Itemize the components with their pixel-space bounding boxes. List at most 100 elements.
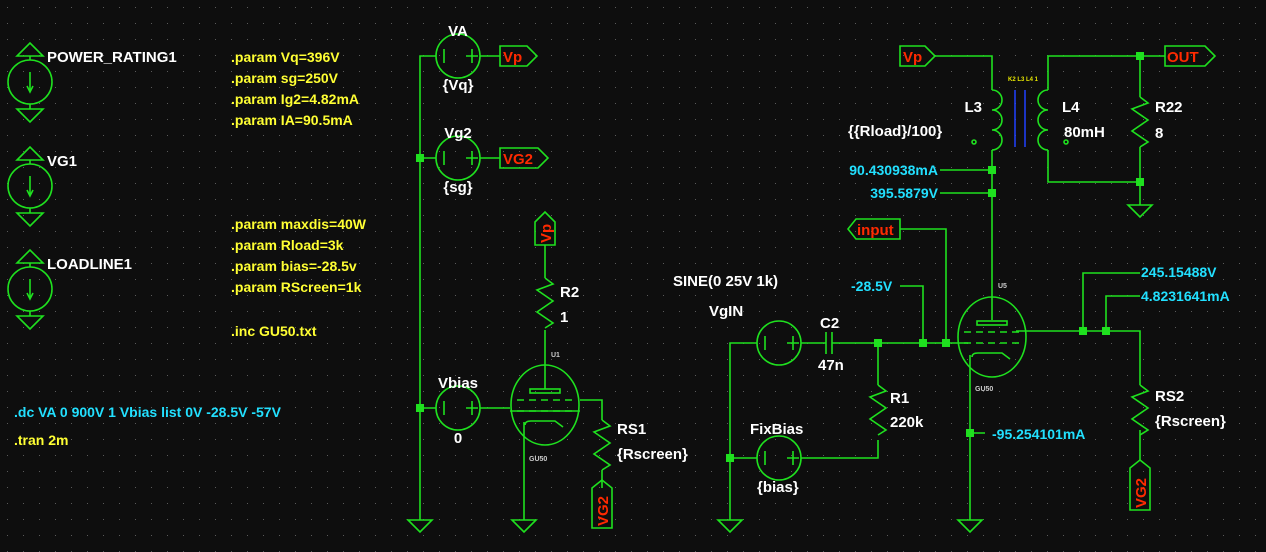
screen-voltage-readout: 245.15488V [1141,264,1217,280]
inductor-coil-icon [1037,89,1049,151]
param-line[interactable]: .param Rload=3k [231,237,344,253]
current-arrow-icon [26,263,34,316]
junction-dot [1136,52,1144,60]
net-label-vp-r2[interactable]: Vp [534,210,556,246]
net-label-text: input [857,222,894,239]
phase-dot-icon [1063,139,1069,145]
polarity-marks [443,151,478,165]
c2-value: 47n [818,357,844,374]
grid-bias-readout: -28.5V [851,278,893,294]
source-vgin[interactable] [756,320,802,366]
r22-label: R22 [1155,99,1183,116]
plate-icon [976,320,1008,326]
cathode-current-readout: -95.254101mA [992,426,1085,442]
current-source-icon [7,163,53,209]
inductor-l3[interactable] [971,89,1003,151]
u1-ref: U1 [551,352,560,359]
voltage-source-icon [435,33,481,79]
rs1-label: RS1 [617,421,646,438]
source-va[interactable] [435,33,481,79]
net-label-text: VG2 [595,496,612,526]
resistor-zigzag [535,277,555,329]
net-label-vp-top[interactable]: Vp [499,45,539,67]
voltage-source-icon [435,135,481,181]
param-directives[interactable]: .param Vq=396V .param sg=250V .param Ig2… [231,49,367,339]
net-label-vg2[interactable]: VG2 [499,147,550,169]
net-label-vg2-rs1[interactable]: VG2 [591,478,613,529]
capacitor-c2[interactable] [825,332,833,354]
tran-directive[interactable]: .tran 2m [14,432,68,448]
coupling-directive[interactable]: K2 L3 L4 1 [1008,77,1039,83]
polarity-marks [443,49,478,63]
vg2-value: {sg} [443,179,472,196]
va-value: {Vq} [443,77,474,94]
ground-icon [15,108,45,124]
resistor-zigzag [1130,96,1150,148]
junction-dot [919,339,927,347]
junction-dot [942,339,950,347]
net-label-vg2-rs2[interactable]: VG2 [1129,458,1151,511]
tube-u1[interactable] [510,364,580,446]
source-fixbias[interactable] [756,435,802,481]
param-line[interactable]: .param RScreen=1k [231,279,362,295]
bsource-loadline1-symbol[interactable] [7,248,53,331]
resistor-r1[interactable] [868,384,888,436]
source-vg2[interactable] [435,135,481,181]
dc-directive[interactable]: .dc VA 0 900V 1 Vbias list 0V -28.5V -57… [14,404,282,420]
junction-dot [874,339,882,347]
u5-ref: U5 [998,283,1007,290]
phase-dot-icon [971,139,977,145]
resistor-rs1[interactable] [592,419,612,471]
resistor-r2[interactable] [535,277,555,329]
bsource-loadline1[interactable]: LOADLINE1 [47,256,132,273]
junction-dot [1136,178,1144,186]
resistor-zigzag [592,419,612,471]
va-label: VA [448,23,468,40]
r1-label: R1 [890,390,909,407]
vgin-value: SINE(0 25V 1k) [673,273,778,290]
rs2-label: RS2 [1155,388,1184,405]
junction-dot [966,429,974,437]
current-source-icon [7,266,53,312]
tube-u5[interactable] [957,296,1027,378]
source-vbias[interactable] [435,385,481,431]
pentode-envelope-icon [957,296,1027,378]
current-arrow-icon [26,56,34,109]
net-label-text: Vp [538,224,555,243]
include-directive[interactable]: .inc GU50.txt [231,323,317,339]
voltage-source-icon [756,320,802,366]
bsource-vg1-symbol[interactable] [7,145,53,228]
ground-icon [15,212,45,228]
param-line[interactable]: .param IA=90.5mA [231,112,353,128]
vbias-value: 0 [454,430,462,447]
pentode-envelope-icon [510,364,580,446]
param-line[interactable]: .param Ig2=4.82mA [231,91,359,107]
param-line[interactable]: .param bias=-28.5v [231,258,357,274]
param-line[interactable]: .param sg=250V [231,70,339,86]
source-label: VG1 [47,153,77,170]
param-line[interactable]: .param Vq=396V [231,49,340,65]
voltage-source-icon [435,385,481,431]
wires [419,55,1165,515]
junction-dot [726,454,734,462]
plate-icon [529,388,561,394]
polarity-marks [764,336,799,350]
resistor-r22[interactable] [1130,96,1150,148]
current-source-icon [7,59,53,105]
inductor-l4[interactable] [1037,89,1069,151]
param-line[interactable]: .param maxdis=40W [231,216,367,232]
net-label-vp-xfmr[interactable]: Vp [899,45,937,67]
polarity-marks [764,451,799,465]
l4-label: L4 [1062,99,1080,116]
bsource-vg1[interactable]: VG1 [47,153,77,170]
bsource-power-rating1[interactable]: POWER_RATING1 [47,49,177,66]
l3-value: {{Rload}/100} [848,123,942,140]
bsource-power-rating1-symbol[interactable] [7,41,53,124]
cathode-icon [524,420,564,428]
polarity-marks [443,401,478,415]
net-label-out[interactable]: OUT [1164,45,1217,67]
resistor-rs2[interactable] [1130,384,1150,436]
net-label-input[interactable]: input [846,218,901,240]
